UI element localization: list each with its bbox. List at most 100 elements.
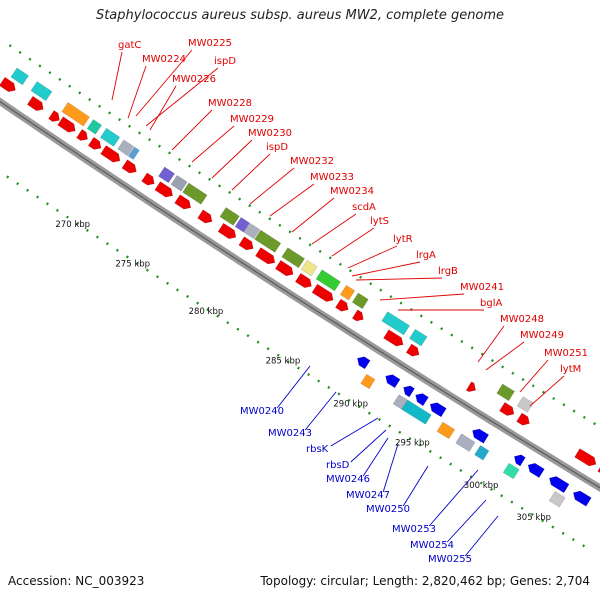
reverse-gene-label: MW0247 — [346, 490, 390, 501]
forward-gene-label: MW0233 — [310, 172, 354, 183]
forward-label-leader — [127, 65, 147, 119]
forward-label-leader — [311, 213, 357, 245]
scale-tick-label: 300 kbp — [464, 481, 499, 491]
reverse-gene-label: MW0240 — [240, 406, 284, 417]
backbone-core — [0, 100, 600, 489]
reverse-gene-arrow — [549, 476, 570, 494]
reverse-gene-label: rbsD — [326, 460, 350, 471]
forward-class-block — [351, 292, 369, 310]
forward-label-leader — [149, 85, 177, 131]
forward-label-leader — [519, 359, 549, 393]
forward-class-block — [10, 67, 29, 86]
forward-gene-arrow — [154, 181, 173, 198]
forward-gene-arrow — [217, 222, 237, 239]
forward-gene-arrow — [516, 412, 530, 426]
forward-gene-label: lrgA — [416, 250, 436, 261]
forward-class-block — [158, 166, 175, 184]
forward-class-block — [219, 207, 240, 226]
forward-gene-label: bglA — [480, 298, 502, 309]
forward-gene-arrow — [197, 209, 213, 224]
scale-tick-label: 305 kbp — [516, 513, 551, 523]
forward-class-block — [234, 217, 250, 233]
forward-class-block — [99, 127, 121, 147]
label-leaders — [111, 49, 565, 557]
forward-label-leader — [355, 277, 443, 281]
forward-gene-arrow — [335, 298, 349, 312]
forward-gene-label: MW0251 — [544, 348, 588, 359]
reverse-label-leader — [464, 515, 499, 557]
forward-gene-label: lytR — [393, 234, 413, 245]
reverse-label-leader — [446, 499, 487, 543]
forward-gene-arrow — [87, 136, 102, 150]
forward-class-block — [381, 311, 410, 336]
reverse-gene-label: MW0255 — [428, 554, 472, 565]
forward-label-leader — [171, 109, 213, 151]
reverse-gene-arrow — [357, 356, 371, 370]
reverse-gene-arrow — [472, 428, 490, 444]
forward-gene-arrow — [499, 402, 515, 416]
reverse-class-block — [474, 445, 490, 461]
forward-class-block — [127, 146, 140, 160]
reverse-class-block — [502, 462, 520, 480]
forward-gene-arrow — [57, 116, 76, 133]
forward-gene-label: gatC — [118, 40, 141, 51]
reverse-gene-label: MW0253 — [392, 524, 436, 535]
forward-gene-label: scdA — [352, 202, 376, 213]
forward-gene-arrow — [351, 309, 364, 322]
reverse-label-leader — [276, 365, 311, 409]
scale-tick-label: 280 kbp — [189, 307, 224, 317]
forward-label-leader — [211, 139, 253, 179]
reverse-class-block — [455, 433, 476, 452]
forward-gene-arrow — [76, 129, 88, 141]
forward-gene-arrow — [597, 466, 600, 473]
reverse-gene-arrow — [403, 385, 415, 398]
reverse-gene-arrow — [429, 402, 447, 418]
reverse-label-leader — [428, 469, 479, 527]
reverse-gene-arrow — [527, 463, 545, 478]
forward-gene-arrow — [174, 194, 191, 210]
forward-gene-label: lytM — [560, 364, 581, 375]
reverse-gene-label: MW0254 — [410, 540, 454, 551]
forward-label-leader — [191, 125, 235, 163]
forward-gene-label: MW0228 — [208, 98, 252, 109]
scale-tick-label: 290 kbp — [333, 400, 368, 410]
forward-gene-arrow — [255, 247, 276, 265]
forward-gene-arrow — [274, 260, 294, 277]
scale-tick-label: 295 kbp — [395, 438, 430, 448]
forward-class-block — [300, 259, 318, 277]
reverse-gene-label: rbsK — [306, 444, 329, 455]
reverse-label-leader — [330, 417, 379, 447]
forward-gene-arrow — [574, 448, 597, 467]
forward-gene-label: MW0225 — [188, 38, 232, 49]
forward-class-block — [409, 328, 428, 347]
topology-summary: Topology: circular; Length: 2,820,462 bp… — [260, 574, 590, 588]
reverse-gene-label: MW0246 — [326, 474, 370, 485]
forward-class-block — [496, 383, 515, 402]
forward-label-leader — [231, 153, 271, 191]
map-title: Staphylococcus aureus subsp. aureus MW2,… — [95, 8, 505, 23]
reverse-label-leader — [362, 437, 389, 477]
forward-gene-label: MW0226 — [172, 74, 216, 85]
forward-gene-label: ispD — [266, 142, 288, 153]
forward-gene-arrow — [121, 159, 137, 174]
forward-gene-arrow — [48, 110, 60, 122]
forward-label-leader — [379, 293, 465, 301]
gene-features — [0, 67, 600, 508]
forward-gene-label: MW0248 — [500, 314, 544, 325]
forward-gene-label: MW0232 — [290, 156, 334, 167]
forward-label-leader — [269, 183, 315, 217]
forward-gene-arrow — [311, 283, 334, 302]
forward-gene-arrow — [238, 236, 254, 251]
forward-class-block — [339, 284, 356, 301]
forward-gene-arrow — [383, 329, 404, 347]
forward-label-leader — [351, 261, 421, 277]
scale-tick-label: 270 kbp — [55, 220, 90, 230]
forward-label-leader — [249, 167, 295, 205]
reverse-class-block — [436, 421, 456, 440]
forward-label-leader — [291, 197, 335, 233]
forward-gene-label: MW0230 — [248, 128, 292, 139]
accession-label: Accession: NC_003923 — [8, 574, 145, 588]
forward-gene-label: MW0229 — [230, 114, 274, 125]
forward-gene-label: MW0234 — [330, 186, 374, 197]
